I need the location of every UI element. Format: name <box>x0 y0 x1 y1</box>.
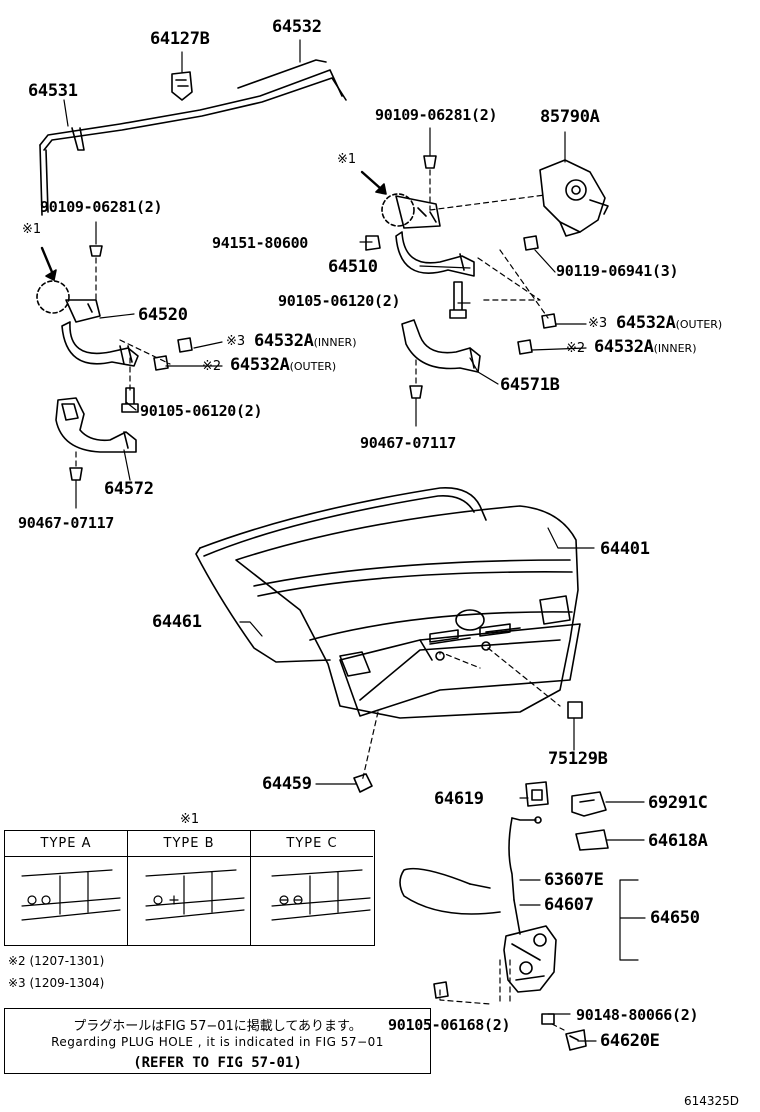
part-label-64401: 64401 <box>600 539 650 559</box>
note-mark-2-left: ※2 <box>202 359 222 374</box>
part-label-63607E: 63607E <box>544 870 604 890</box>
part-label-64607: 64607 <box>544 895 594 915</box>
detail-mark-1-left: ※1 <box>22 222 42 237</box>
stay-damper-drawing <box>539 159 609 237</box>
part-label-64461: 64461 <box>152 612 202 632</box>
lock-assembly-drawing <box>399 781 609 1051</box>
part-label-64532A-inner-right: 64532A(INNER) <box>594 337 697 357</box>
part-label-64510: 64510 <box>328 257 378 277</box>
type-table-title: ※1 <box>180 812 200 827</box>
part-label-90467-07117-right: 90467-07117 <box>360 434 457 452</box>
type-header-a: TYPE A <box>5 831 127 857</box>
left-bracket-drawing <box>55 397 137 453</box>
note-mark-3-right: ※3 <box>588 316 608 331</box>
detail-circles <box>36 170 415 314</box>
part-label-90109-06281-right: 90109-06281(2) <box>375 106 498 124</box>
part-label-64532A-outer-left: 64532A(OUTER) <box>230 355 337 375</box>
torsion-bar-drawing <box>39 59 347 216</box>
right-hinge-drawing <box>395 195 475 277</box>
figure-id: 614325D <box>684 1094 740 1108</box>
part-label-64532A-outer-right: 64532A(OUTER) <box>616 313 723 333</box>
part-label-64572: 64572 <box>104 479 154 499</box>
part-label-64459: 64459 <box>262 774 312 794</box>
part-label-90105-06120-right: 90105-06120(2) <box>278 292 401 310</box>
reference-refer-link[interactable]: (REFER TO FIG 57-01) <box>133 1055 302 1071</box>
part-label-64618A: 64618A <box>648 831 708 851</box>
dashed-connectors <box>75 169 565 1031</box>
part-label-94151-80600: 94151-80600 <box>212 234 309 252</box>
type-table: TYPE A TYPE B TYPE C <box>4 830 375 946</box>
trunk-lid-drawing <box>195 487 581 719</box>
reference-box: プラグホールはFIG 57−01に掲載してあります。 Regarding PLU… <box>4 1008 431 1074</box>
part-label-90109-06281-left: 90109-06281(2) <box>40 198 163 216</box>
note-3: ※3 (1209-1304) <box>8 976 105 990</box>
part-label-75129B: 75129B <box>548 749 608 769</box>
part-label-90119-06941: 90119-06941(3) <box>556 262 679 280</box>
note-2: ※2 (1207-1301) <box>8 954 105 968</box>
part-label-64650: 64650 <box>650 908 700 928</box>
part-label-64571B: 64571B <box>500 375 560 395</box>
type-cell-b: TYPE B <box>128 831 251 945</box>
type-header-b: TYPE B <box>128 831 250 857</box>
note-mark-3-left: ※3 <box>226 334 246 349</box>
reference-english: Regarding PLUG HOLE , it is indicated in… <box>51 1035 384 1049</box>
part-label-90105-06120-left: 90105-06120(2) <box>140 402 263 420</box>
part-label-90105-06168: 90105-06168(2) <box>388 1016 511 1034</box>
part-label-64520: 64520 <box>138 305 188 325</box>
part-label-85790A: 85790A <box>540 107 600 127</box>
part-label-64531: 64531 <box>28 81 78 101</box>
part-label-64532: 64532 <box>272 17 322 37</box>
part-label-64619: 64619 <box>434 789 484 809</box>
part-label-90148-80066: 90148-80066(2) <box>576 1006 699 1024</box>
part-label-64532A-inner-left: 64532A(INNER) <box>254 331 357 351</box>
part-label-90467-07117-left: 90467-07117 <box>18 514 115 532</box>
part-label-64127B: 64127B <box>150 29 210 49</box>
part-label-69291C: 69291C <box>648 793 708 813</box>
type-cell-c: TYPE C <box>251 831 373 945</box>
type-header-c: TYPE C <box>251 831 373 857</box>
left-hinge-drawing <box>61 299 139 367</box>
type-cell-a: TYPE A <box>5 831 128 945</box>
reference-japanese: プラグホールはFIG 57−01に掲載してあります。 <box>73 1019 362 1034</box>
type-thumbnails <box>21 869 371 921</box>
detail-mark-1-right: ※1 <box>337 152 357 167</box>
part-label-64620E: 64620E <box>600 1031 660 1051</box>
fasteners-drawing <box>69 155 583 1025</box>
right-bracket-drawing <box>401 319 481 373</box>
note-mark-2-right: ※2 <box>566 341 586 356</box>
